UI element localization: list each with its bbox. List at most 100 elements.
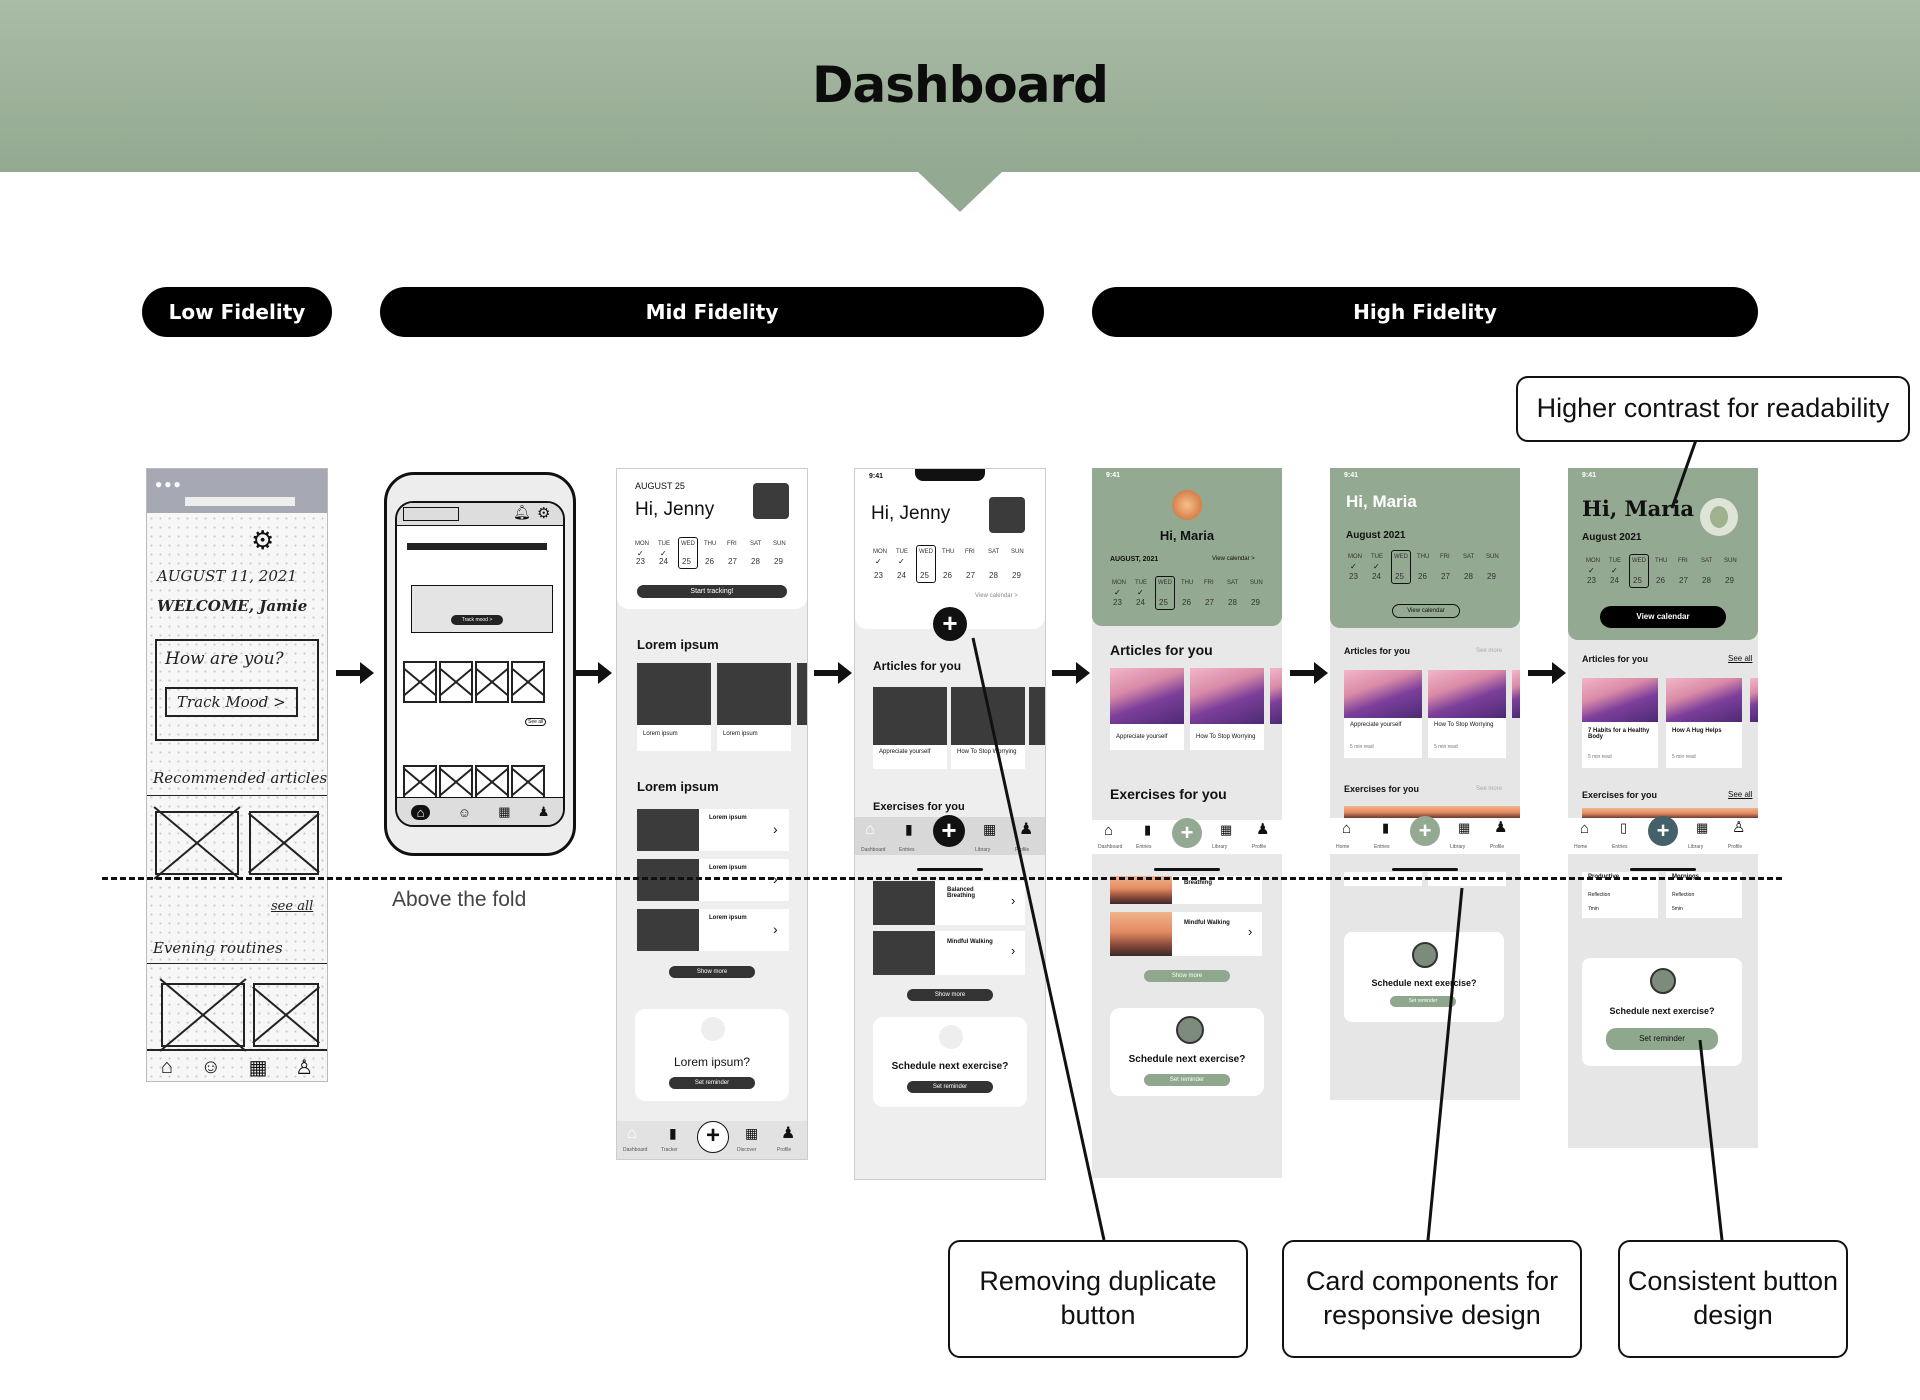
date-number[interactable]: 24	[659, 557, 668, 566]
see-more-link[interactable]: See more	[1476, 648, 1503, 654]
exercise-row[interactable]	[1172, 912, 1262, 956]
date-number[interactable]: 24	[1136, 598, 1145, 607]
selected-day-box[interactable]	[678, 537, 698, 569]
date-number[interactable]: 23	[1587, 576, 1596, 585]
article-card-image[interactable]	[1582, 678, 1658, 722]
book-icon[interactable]: ▮	[669, 1125, 677, 1141]
date-number[interactable]: 27	[728, 557, 737, 566]
add-button[interactable]: +	[1410, 816, 1440, 846]
exercise-image[interactable]	[1110, 912, 1172, 956]
selected-day-box[interactable]	[1629, 554, 1649, 588]
selected-day-box[interactable]	[916, 545, 936, 583]
add-button[interactable]: +	[933, 607, 967, 641]
view-calendar-link[interactable]: View calendar >	[1212, 556, 1255, 562]
date-number[interactable]: 29	[774, 557, 783, 566]
date-number[interactable]: 23	[1113, 598, 1122, 607]
date-number[interactable]: 25	[1633, 576, 1642, 585]
exercise-image[interactable]	[1110, 876, 1172, 904]
avatar[interactable]	[753, 483, 789, 519]
date-number[interactable]: 29	[1487, 572, 1496, 581]
profile-icon[interactable]: ♟	[1494, 819, 1508, 836]
home-icon[interactable]: ⌂	[1580, 820, 1590, 837]
show-more-button[interactable]: Show more	[907, 989, 993, 1001]
book-icon[interactable]: ▮	[1382, 820, 1390, 835]
article-card-image[interactable]	[1344, 670, 1422, 718]
date-number[interactable]: 26	[705, 557, 714, 566]
row-image[interactable]	[637, 859, 699, 901]
selected-day-box[interactable]	[1391, 550, 1411, 584]
home-icon[interactable]: ⌂	[160, 1055, 173, 1078]
grid-icon[interactable]: ▦	[1458, 820, 1471, 835]
list-row[interactable]	[699, 859, 789, 901]
grid-icon[interactable]: ▦	[745, 1125, 759, 1141]
add-button[interactable]: +	[1648, 816, 1678, 846]
date-number[interactable]: 28	[751, 557, 760, 566]
avatar[interactable]	[1172, 490, 1202, 520]
view-calendar-button[interactable]: View calendar	[1600, 606, 1726, 628]
set-reminder-button[interactable]: Set reminder	[1606, 1028, 1718, 1050]
home-icon[interactable]: ⌂	[1104, 822, 1114, 839]
show-more-button[interactable]: Show more	[669, 966, 755, 978]
article-card-image[interactable]	[797, 663, 807, 725]
date-number[interactable]: 29	[1251, 598, 1260, 607]
profile-icon[interactable]: ♟	[1019, 821, 1034, 838]
start-tracking-button[interactable]: Start tracking!	[637, 585, 787, 598]
date-number[interactable]: 24	[897, 571, 906, 580]
date-number[interactable]: 25	[920, 571, 929, 580]
set-reminder-button[interactable]: Set reminder	[1144, 1074, 1230, 1086]
profile-icon[interactable]: ♟	[1256, 821, 1270, 838]
track-mood-button[interactable]: Track mood >	[451, 615, 503, 625]
add-button[interactable]: +	[933, 815, 965, 847]
exercise-image[interactable]	[873, 881, 935, 925]
date-number[interactable]: 23	[1349, 572, 1358, 581]
date-number[interactable]: 27	[1679, 576, 1688, 585]
list-row[interactable]	[699, 909, 789, 951]
home-icon[interactable]: ⌂	[1342, 820, 1352, 837]
avatar[interactable]	[989, 497, 1025, 533]
date-number[interactable]: 26	[1182, 598, 1191, 607]
exercise-row[interactable]	[1172, 876, 1262, 904]
row-image[interactable]	[637, 909, 699, 951]
date-number[interactable]: 24	[1610, 576, 1619, 585]
date-number[interactable]: 27	[1205, 598, 1214, 607]
article-card-image[interactable]	[1029, 687, 1045, 745]
discover-icon[interactable]: ☺	[200, 1055, 221, 1078]
book-icon[interactable]: ▯	[1620, 820, 1628, 835]
profile-icon[interactable]: ♟	[781, 1125, 796, 1142]
article-card-image[interactable]	[1110, 668, 1184, 724]
view-calendar-link[interactable]: View calendar >	[975, 593, 1018, 599]
row-image[interactable]	[637, 809, 699, 851]
article-card-image[interactable]	[1750, 678, 1758, 722]
date-number[interactable]: 26	[1656, 576, 1665, 585]
article-card-image[interactable]	[637, 663, 711, 725]
article-card-image[interactable]	[873, 687, 947, 745]
article-card-image[interactable]	[717, 663, 791, 725]
book-icon[interactable]: ▮	[905, 821, 913, 837]
date-number[interactable]: 23	[636, 557, 645, 566]
set-reminder-button[interactable]: Set reminder	[669, 1077, 755, 1089]
bell-icon[interactable]: 🔔︎	[513, 504, 531, 520]
exercise-image[interactable]	[873, 931, 935, 975]
date-number[interactable]: 26	[943, 571, 952, 580]
profile-icon[interactable]: ♙	[1732, 819, 1746, 836]
track-mood-button[interactable]: Track Mood >	[165, 687, 298, 717]
see-all-link[interactable]: see all	[271, 899, 314, 914]
exercise-image[interactable]	[1582, 808, 1758, 820]
article-card-image[interactable]	[1190, 668, 1264, 724]
article-card-image[interactable]	[951, 687, 1025, 745]
article-card-image[interactable]	[1512, 670, 1520, 718]
grid-icon[interactable]: ▦	[248, 1056, 268, 1079]
date-number[interactable]: 25	[682, 557, 691, 566]
date-number[interactable]: 28	[1702, 576, 1711, 585]
set-reminder-button[interactable]: Set reminder	[907, 1081, 993, 1093]
home-icon[interactable]: ⌂	[410, 804, 431, 820]
book-icon[interactable]: ▮	[1144, 822, 1152, 837]
smile-icon[interactable]: ☺	[457, 804, 471, 820]
date-number[interactable]: 27	[1441, 572, 1450, 581]
article-card-image[interactable]	[1270, 668, 1282, 724]
date-number[interactable]: 26	[1418, 572, 1427, 581]
date-number[interactable]: 29	[1012, 571, 1021, 580]
article-card-image[interactable]	[1666, 678, 1742, 722]
grid-icon[interactable]: ▦	[983, 821, 997, 837]
date-number[interactable]: 27	[966, 571, 975, 580]
